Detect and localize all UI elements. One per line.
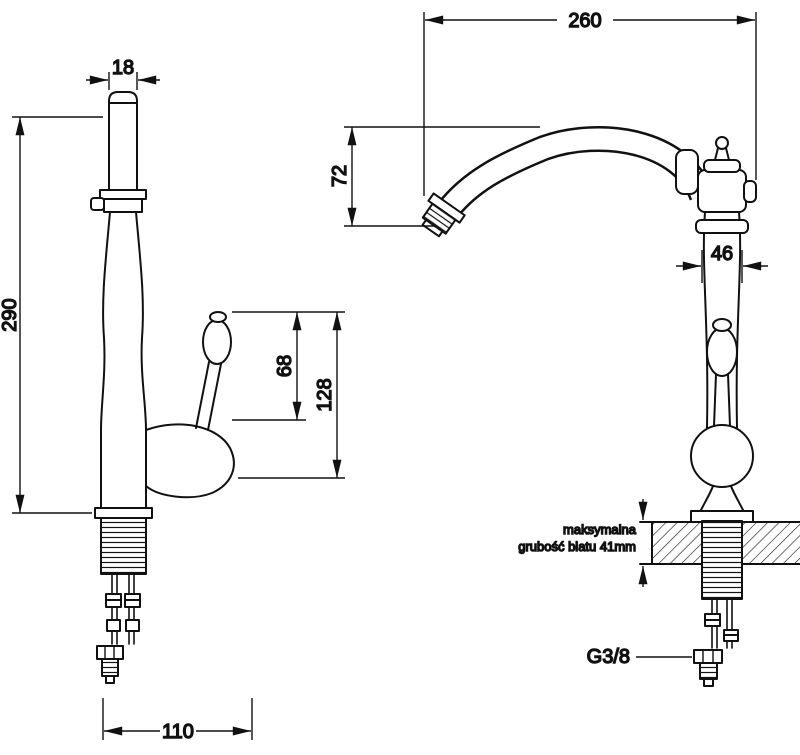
faucet-side-view <box>90 91 235 684</box>
body-right-edge <box>135 211 147 509</box>
valve-head-cap <box>703 159 741 173</box>
mounting-nut <box>125 619 140 632</box>
valve-head <box>697 169 747 213</box>
dim-label-18: 18 <box>112 57 134 79</box>
body-left-edge <box>100 211 111 509</box>
spout-tip <box>108 91 138 191</box>
lever-knob <box>202 319 232 365</box>
dim-label-68: 68 <box>274 355 296 377</box>
lever-stem <box>195 361 222 431</box>
dim-label-46: 46 <box>711 243 733 265</box>
countertop-note-line1: maksymalna <box>563 522 637 537</box>
mounting-studs <box>111 573 135 645</box>
countertop-thickness-dimension: maksymalna grubość blatu 41mm <box>518 499 648 587</box>
spout-aerator <box>421 192 466 238</box>
threaded-shank <box>701 520 743 600</box>
hose-hex-nut <box>96 645 124 660</box>
dim-label-110: 110 <box>162 721 194 743</box>
lever-knob-cap <box>209 311 227 323</box>
dim-label-128: 128 <box>314 378 336 411</box>
body-sphere <box>690 424 754 488</box>
handle-pivot-body <box>145 423 235 499</box>
dimension-body-width: 46 <box>676 242 768 283</box>
front-lever-stem <box>713 373 731 427</box>
front-lever-cap <box>712 318 732 332</box>
side-cap <box>743 180 757 203</box>
dimension-total-height: 290 <box>0 116 103 514</box>
dim-label-290: 290 <box>0 298 21 331</box>
dim-label-260: 260 <box>568 10 601 32</box>
mounting-nut <box>106 619 121 632</box>
faucet-front-view <box>421 126 800 687</box>
dimension-spout-reach: 260 <box>423 9 757 196</box>
spout-collar <box>99 189 147 200</box>
dim-label-72: 72 <box>329 165 351 187</box>
front-lever-knob <box>706 327 738 377</box>
dimension-base-depth: 110 <box>102 698 253 744</box>
dimension-spout-diameter: 18 <box>86 56 160 90</box>
finial-ball <box>715 136 729 150</box>
dimension-body-depth: 128 <box>238 312 345 479</box>
base-flange <box>94 507 153 519</box>
g38-hex-nut <box>693 649 723 664</box>
aerator-nozzle <box>90 197 105 211</box>
column-collar <box>695 219 749 234</box>
g38-thread <box>699 662 718 680</box>
g38-tip <box>703 678 714 687</box>
thread-size-label: G3/8 <box>587 646 630 668</box>
hose-thread <box>101 658 119 677</box>
dimension-spout-drop: 72 <box>328 126 540 227</box>
dimension-handle-height: 68 <box>232 311 345 421</box>
countertop-note-line2: grubość blatu 41mm <box>518 539 636 554</box>
thread-size-callout: G3/8 <box>586 645 692 669</box>
hose-tip <box>105 675 115 684</box>
threaded-shank <box>100 517 147 575</box>
spout-joint-collar <box>675 149 699 195</box>
